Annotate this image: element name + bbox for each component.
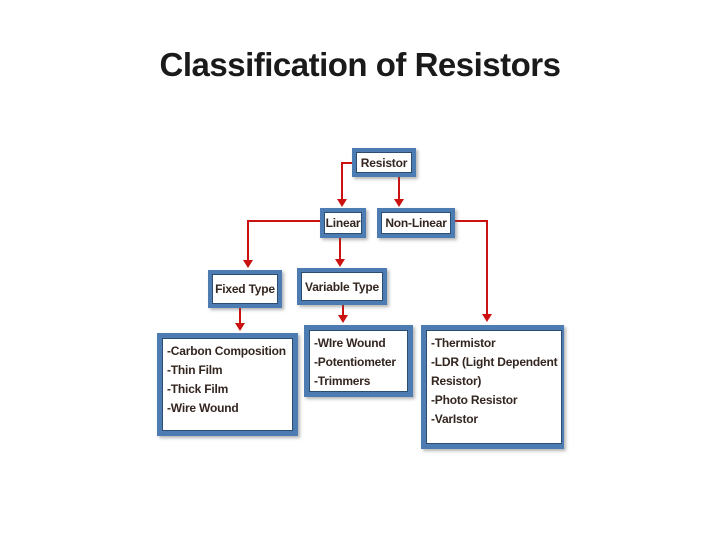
node-label: Resistor (356, 152, 412, 173)
list-item: Resistor) (431, 374, 482, 388)
list-item: -Photo Resistor (431, 393, 518, 407)
slide-title: Classification of Resistors (159, 46, 561, 83)
node-label: Fixed Type (212, 274, 278, 304)
node-variable-type-list: -WIre Wound -Potentiometer -Trimmers (304, 325, 413, 397)
node-fixed-type: Fixed Type (208, 270, 282, 308)
arrow-down-icon (337, 199, 347, 207)
list-item: -VarIstor (431, 412, 478, 426)
arrow-down-icon (394, 199, 404, 207)
list-item: -WIre Wound (314, 336, 386, 350)
list-item: -Thermistor (431, 336, 496, 350)
arrow-down-icon (338, 315, 348, 323)
arrow-down-icon (482, 314, 492, 322)
list-item: -Trimmers (314, 374, 371, 388)
list-item: -LDR (Light Dependent (431, 355, 558, 369)
node-variable-type: Variable Type (297, 268, 387, 305)
connector-segment (341, 162, 343, 202)
node-label: Linear (324, 212, 362, 234)
connector-segment (398, 177, 400, 202)
node-label: Variable Type (301, 272, 383, 301)
node-list: -Thermistor -LDR (Light Dependent Resist… (426, 330, 563, 444)
list-item: -Thin Film (167, 363, 223, 377)
list-item: -Carbon Composition (167, 344, 286, 358)
node-resistor: Resistor (352, 148, 416, 177)
node-non-linear: Non-Linear (377, 208, 455, 238)
arrow-down-icon (235, 323, 245, 331)
connector-segment (247, 220, 321, 222)
connector-segment (339, 238, 341, 262)
arrow-down-icon (243, 260, 253, 268)
node-list: -WIre Wound -Potentiometer -Trimmers (309, 330, 408, 392)
connector-segment (341, 162, 353, 164)
node-list: -Carbon Composition -Thin Film -Thick Fi… (162, 338, 293, 431)
list-item: -Potentiometer (314, 355, 396, 369)
connector-segment (486, 220, 488, 316)
node-non-linear-list: -Thermistor -LDR (Light Dependent Resist… (421, 325, 564, 449)
list-item: -Wire Wound (167, 401, 239, 415)
connector-segment (247, 220, 249, 263)
node-linear: Linear (320, 208, 366, 238)
connector-segment (455, 220, 488, 222)
arrow-down-icon (335, 259, 345, 267)
connector-segment (342, 305, 344, 318)
connector-segment (239, 308, 241, 326)
node-label: Non-Linear (381, 212, 451, 234)
list-item: -Thick Film (167, 382, 229, 396)
node-fixed-type-list: -Carbon Composition -Thin Film -Thick Fi… (157, 333, 298, 436)
